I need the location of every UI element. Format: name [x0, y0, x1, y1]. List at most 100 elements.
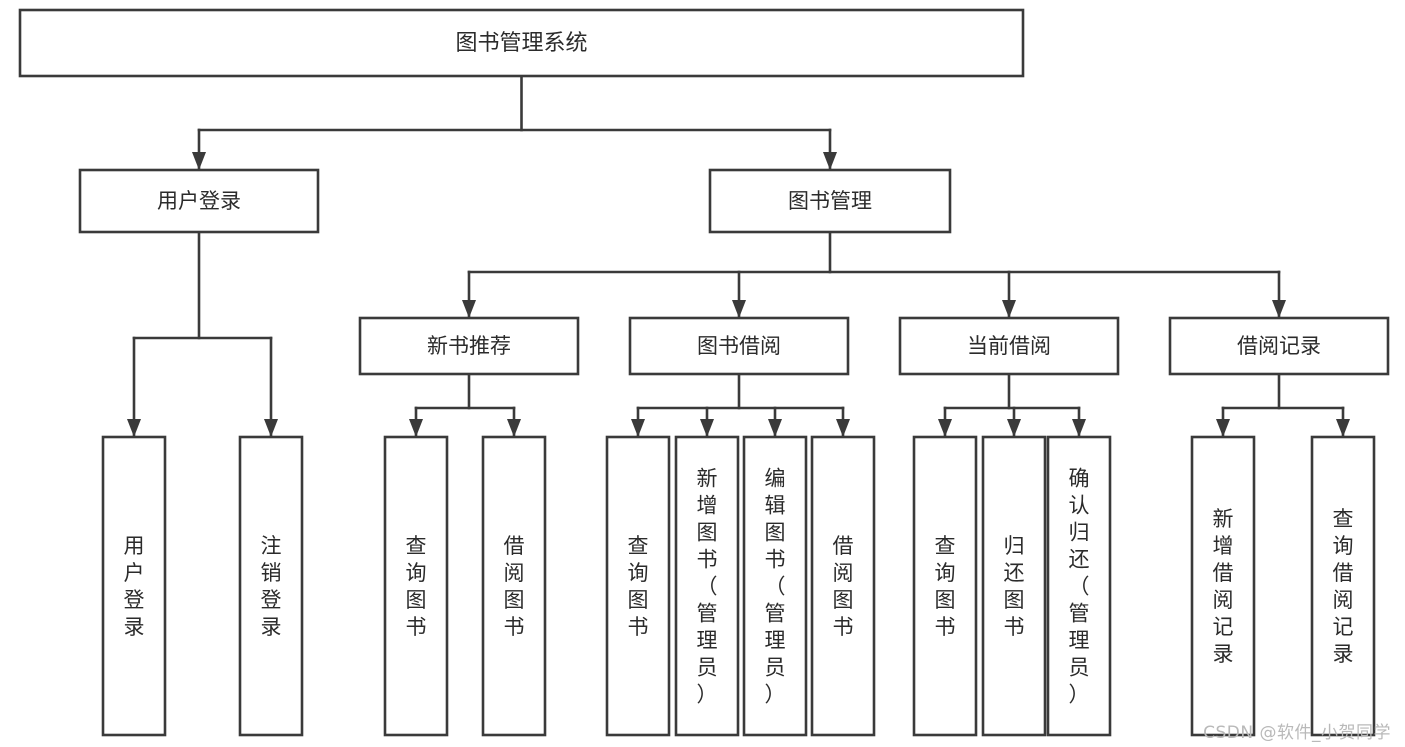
- svg-text:户: 户: [124, 561, 145, 585]
- arrow-head-icon: [631, 419, 645, 437]
- node-box: [1168, 316, 1390, 376]
- svg-text:记: 记: [1333, 615, 1354, 639]
- svg-text:查: 查: [935, 534, 956, 558]
- svg-text:管: 管: [1069, 602, 1090, 626]
- node-box: [78, 168, 320, 234]
- arrow-head-icon: [409, 419, 423, 437]
- svg-text:员: 员: [697, 656, 718, 680]
- svg-text:登: 登: [261, 588, 282, 612]
- svg-text:新: 新: [697, 467, 718, 491]
- node-label: 借阅记录: [1237, 334, 1321, 358]
- node-box: [481, 435, 547, 737]
- svg-text:书: 书: [935, 615, 956, 639]
- node-current-borrow[interactable]: 当前借阅: [898, 316, 1120, 376]
- node-new-book-rec[interactable]: 新书推荐: [358, 316, 580, 376]
- svg-text:理: 理: [1069, 629, 1090, 653]
- node-label: 图书管理: [788, 189, 872, 213]
- svg-text:书: 书: [628, 615, 649, 639]
- svg-text:图: 图: [504, 588, 525, 612]
- svg-text:）: ）: [1069, 683, 1090, 707]
- node-book-manage[interactable]: 图书管理: [708, 168, 952, 234]
- node-book-borrow[interactable]: 图书借阅: [628, 316, 850, 376]
- arrow-head-icon: [1072, 419, 1086, 437]
- svg-text:管: 管: [765, 602, 786, 626]
- svg-text:记: 记: [1213, 615, 1234, 639]
- svg-text:用: 用: [124, 534, 145, 558]
- svg-text:辑: 辑: [765, 494, 786, 518]
- node-box: [101, 435, 167, 737]
- svg-text:新: 新: [1213, 507, 1234, 531]
- svg-text:录: 录: [1333, 642, 1354, 666]
- svg-text:询: 询: [1333, 534, 1354, 558]
- svg-text:理: 理: [765, 629, 786, 653]
- svg-text:注: 注: [261, 534, 282, 558]
- arrow-head-icon: [1216, 419, 1230, 437]
- node-user-login[interactable]: 用户登录: [78, 168, 320, 234]
- node-leaf-user-login[interactable]: 用户登录: [101, 435, 167, 737]
- svg-text:员: 员: [765, 656, 786, 680]
- arrow-head-icon: [938, 419, 952, 437]
- svg-text:图: 图: [628, 588, 649, 612]
- svg-text:登: 登: [124, 588, 145, 612]
- svg-text:（: （: [765, 575, 786, 599]
- arrow-head-icon: [1336, 419, 1350, 437]
- svg-text:书: 书: [504, 615, 525, 639]
- svg-text:借: 借: [1333, 561, 1354, 585]
- svg-text:归: 归: [1004, 534, 1025, 558]
- svg-text:阅: 阅: [1213, 588, 1234, 612]
- svg-text:销: 销: [261, 561, 282, 585]
- svg-text:图: 图: [765, 521, 786, 545]
- arrow-head-icon: [823, 152, 837, 170]
- node-box: [981, 435, 1047, 737]
- svg-text:书: 书: [765, 548, 786, 572]
- svg-text:认: 认: [1069, 494, 1090, 518]
- svg-text:查: 查: [628, 534, 649, 558]
- node-label: 当前借阅: [967, 334, 1051, 358]
- node-root[interactable]: 图书管理系统: [18, 8, 1025, 78]
- arrow-head-icon: [1002, 300, 1016, 318]
- svg-text:确: 确: [1069, 467, 1090, 491]
- node-box: [1046, 435, 1112, 737]
- svg-text:书: 书: [697, 548, 718, 572]
- svg-text:）: ）: [765, 683, 786, 707]
- svg-text:图: 图: [833, 588, 854, 612]
- arrow-head-icon: [462, 300, 476, 318]
- node-box: [810, 435, 876, 737]
- nodes-layer: 图书管理系统用户登录图书管理新书推荐图书借阅当前借阅借阅记录用户登录注销登录查询…: [18, 8, 1390, 737]
- arrow-head-icon: [1007, 419, 1021, 437]
- edges-layer: [127, 74, 1350, 439]
- svg-text:询: 询: [628, 561, 649, 585]
- svg-text:（: （: [697, 575, 718, 599]
- node-borrow-record[interactable]: 借阅记录: [1168, 316, 1390, 376]
- node-box: [708, 168, 952, 234]
- svg-text:书: 书: [1004, 615, 1025, 639]
- node-box: [238, 435, 304, 737]
- node-box: [628, 316, 850, 376]
- node-box: [1190, 435, 1256, 737]
